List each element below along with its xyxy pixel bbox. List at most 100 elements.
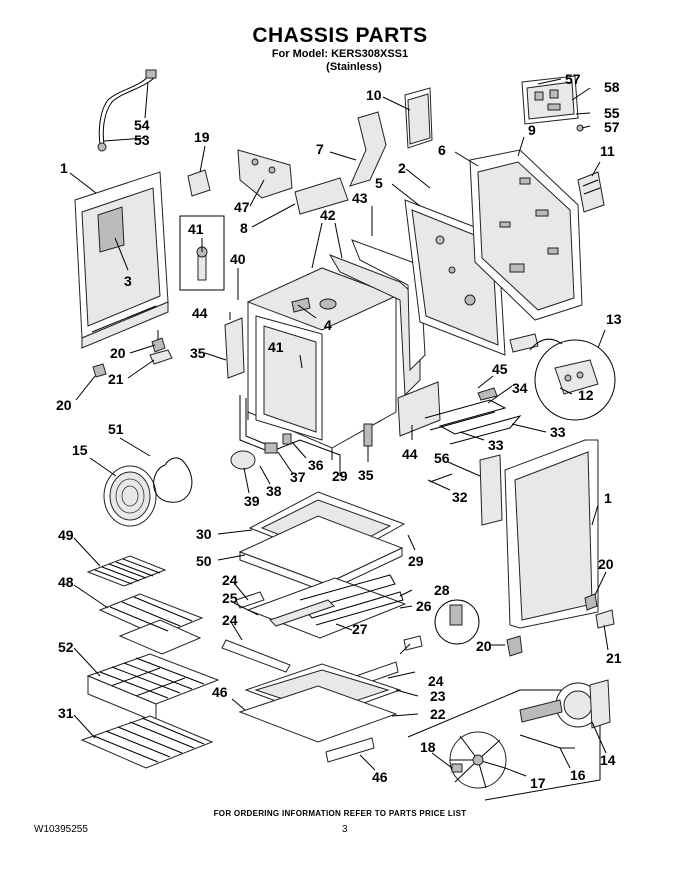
callout-30: 30 bbox=[196, 526, 212, 542]
callout-15: 15 bbox=[72, 442, 88, 458]
callout-26: 26 bbox=[416, 598, 432, 614]
callout-22: 22 bbox=[430, 706, 446, 722]
callout-34: 34 bbox=[512, 380, 528, 396]
callout-31: 31 bbox=[58, 705, 74, 721]
callout-42: 42 bbox=[320, 207, 336, 223]
callout-44: 44 bbox=[402, 446, 418, 462]
callout-9: 9 bbox=[528, 122, 536, 138]
callout-52: 52 bbox=[58, 639, 74, 655]
leader-lines bbox=[69, 78, 609, 777]
kick-panel-part bbox=[325, 737, 375, 763]
callout-21: 21 bbox=[606, 650, 622, 666]
convection-fan-blade bbox=[449, 731, 507, 789]
convection-motor-inset bbox=[407, 679, 611, 801]
callout-56: 56 bbox=[434, 450, 450, 466]
rack-49-part bbox=[86, 555, 167, 587]
callout-41: 41 bbox=[268, 339, 284, 355]
callout-17: 17 bbox=[530, 775, 546, 791]
callout-10: 10 bbox=[366, 87, 382, 103]
callout-48: 48 bbox=[58, 574, 74, 590]
broil-element-part bbox=[424, 387, 522, 445]
callout-29: 29 bbox=[332, 468, 348, 484]
callout-3: 3 bbox=[124, 273, 132, 289]
callout-44: 44 bbox=[192, 305, 208, 321]
callout-20: 20 bbox=[56, 397, 72, 413]
callout-37: 37 bbox=[290, 469, 306, 485]
callout-21: 21 bbox=[108, 371, 124, 387]
terminal-cover-part bbox=[577, 171, 605, 213]
callout-labels: 1 1 2 3 4 5 6 7 8 9 10 11 12 13 14 15 16… bbox=[56, 71, 622, 791]
callout-58: 58 bbox=[604, 79, 620, 95]
callout-19: 19 bbox=[194, 129, 210, 145]
callout-20: 20 bbox=[110, 345, 126, 361]
model-number: For Model: KERS308XSS1 bbox=[271, 48, 409, 60]
callout-23: 23 bbox=[430, 688, 446, 704]
callout-6: 6 bbox=[438, 142, 446, 158]
callout-45: 45 bbox=[492, 361, 508, 377]
side-rail-parts bbox=[224, 317, 441, 447]
callout-57: 57 bbox=[604, 119, 620, 135]
callout-20: 20 bbox=[598, 556, 614, 572]
callout-35: 35 bbox=[190, 345, 206, 361]
callout-1: 1 bbox=[60, 160, 68, 176]
callout-24: 24 bbox=[222, 572, 238, 588]
wire-harness-part bbox=[97, 69, 157, 152]
callout-33: 33 bbox=[550, 424, 566, 440]
callout-5: 5 bbox=[375, 175, 383, 191]
leveling-leg-left bbox=[92, 330, 173, 378]
callout-27: 27 bbox=[352, 621, 368, 637]
callout-2: 2 bbox=[398, 160, 406, 176]
callout-4: 4 bbox=[324, 317, 332, 333]
callout-50: 50 bbox=[196, 553, 212, 569]
callout-7: 7 bbox=[316, 141, 324, 157]
callout-32: 32 bbox=[452, 489, 468, 505]
sensor-inset-box bbox=[179, 215, 225, 291]
rack-48-part bbox=[98, 593, 204, 655]
callout-36: 36 bbox=[308, 457, 324, 473]
callout-35: 35 bbox=[358, 467, 374, 483]
document-number: W10395255 bbox=[34, 824, 88, 835]
callout-13: 13 bbox=[606, 311, 622, 327]
side-panel-right-part bbox=[479, 439, 599, 629]
callout-18: 18 bbox=[420, 739, 436, 755]
callout-20: 20 bbox=[476, 638, 492, 654]
callout-11: 11 bbox=[600, 143, 615, 159]
callout-41: 41 bbox=[188, 221, 204, 237]
broiler-grid-part bbox=[238, 515, 404, 593]
fan-cover-part bbox=[103, 465, 157, 527]
callout-38: 38 bbox=[266, 483, 282, 499]
callout-49: 49 bbox=[58, 527, 74, 543]
page-number: 3 bbox=[342, 824, 348, 835]
callout-12: 12 bbox=[578, 387, 594, 403]
control-bracket-part bbox=[187, 149, 293, 199]
callout-28: 28 bbox=[434, 582, 450, 598]
callout-55: 55 bbox=[604, 105, 620, 121]
callout-14: 14 bbox=[600, 752, 616, 768]
callout-51: 51 bbox=[108, 421, 124, 437]
callout-47: 47 bbox=[234, 199, 250, 215]
terminal-block-inset bbox=[509, 333, 616, 421]
ordering-note: FOR ORDERING INFORMATION REFER TO PARTS … bbox=[213, 809, 467, 818]
oven-light-parts bbox=[230, 433, 292, 470]
callout-46: 46 bbox=[212, 684, 228, 700]
callout-39: 39 bbox=[244, 493, 260, 509]
callout-46: 46 bbox=[372, 769, 388, 785]
callout-54: 54 bbox=[134, 117, 150, 133]
vent-duct-parts bbox=[294, 87, 433, 215]
side-panel-left-part bbox=[74, 171, 169, 349]
callout-24: 24 bbox=[222, 612, 238, 628]
callout-53: 53 bbox=[134, 132, 150, 148]
fan-gasket-part bbox=[153, 457, 193, 503]
control-board-part bbox=[521, 75, 584, 132]
callout-1: 1 bbox=[604, 490, 612, 506]
callout-43: 43 bbox=[352, 190, 368, 206]
callout-24: 24 bbox=[428, 673, 444, 689]
callout-40: 40 bbox=[230, 251, 246, 267]
callout-33: 33 bbox=[488, 437, 504, 453]
rack-31-part bbox=[80, 715, 214, 769]
callout-57: 57 bbox=[565, 71, 581, 87]
bake-element-part bbox=[246, 574, 407, 639]
rack-52-part bbox=[86, 653, 220, 723]
bottom-panel-parts bbox=[221, 591, 423, 743]
